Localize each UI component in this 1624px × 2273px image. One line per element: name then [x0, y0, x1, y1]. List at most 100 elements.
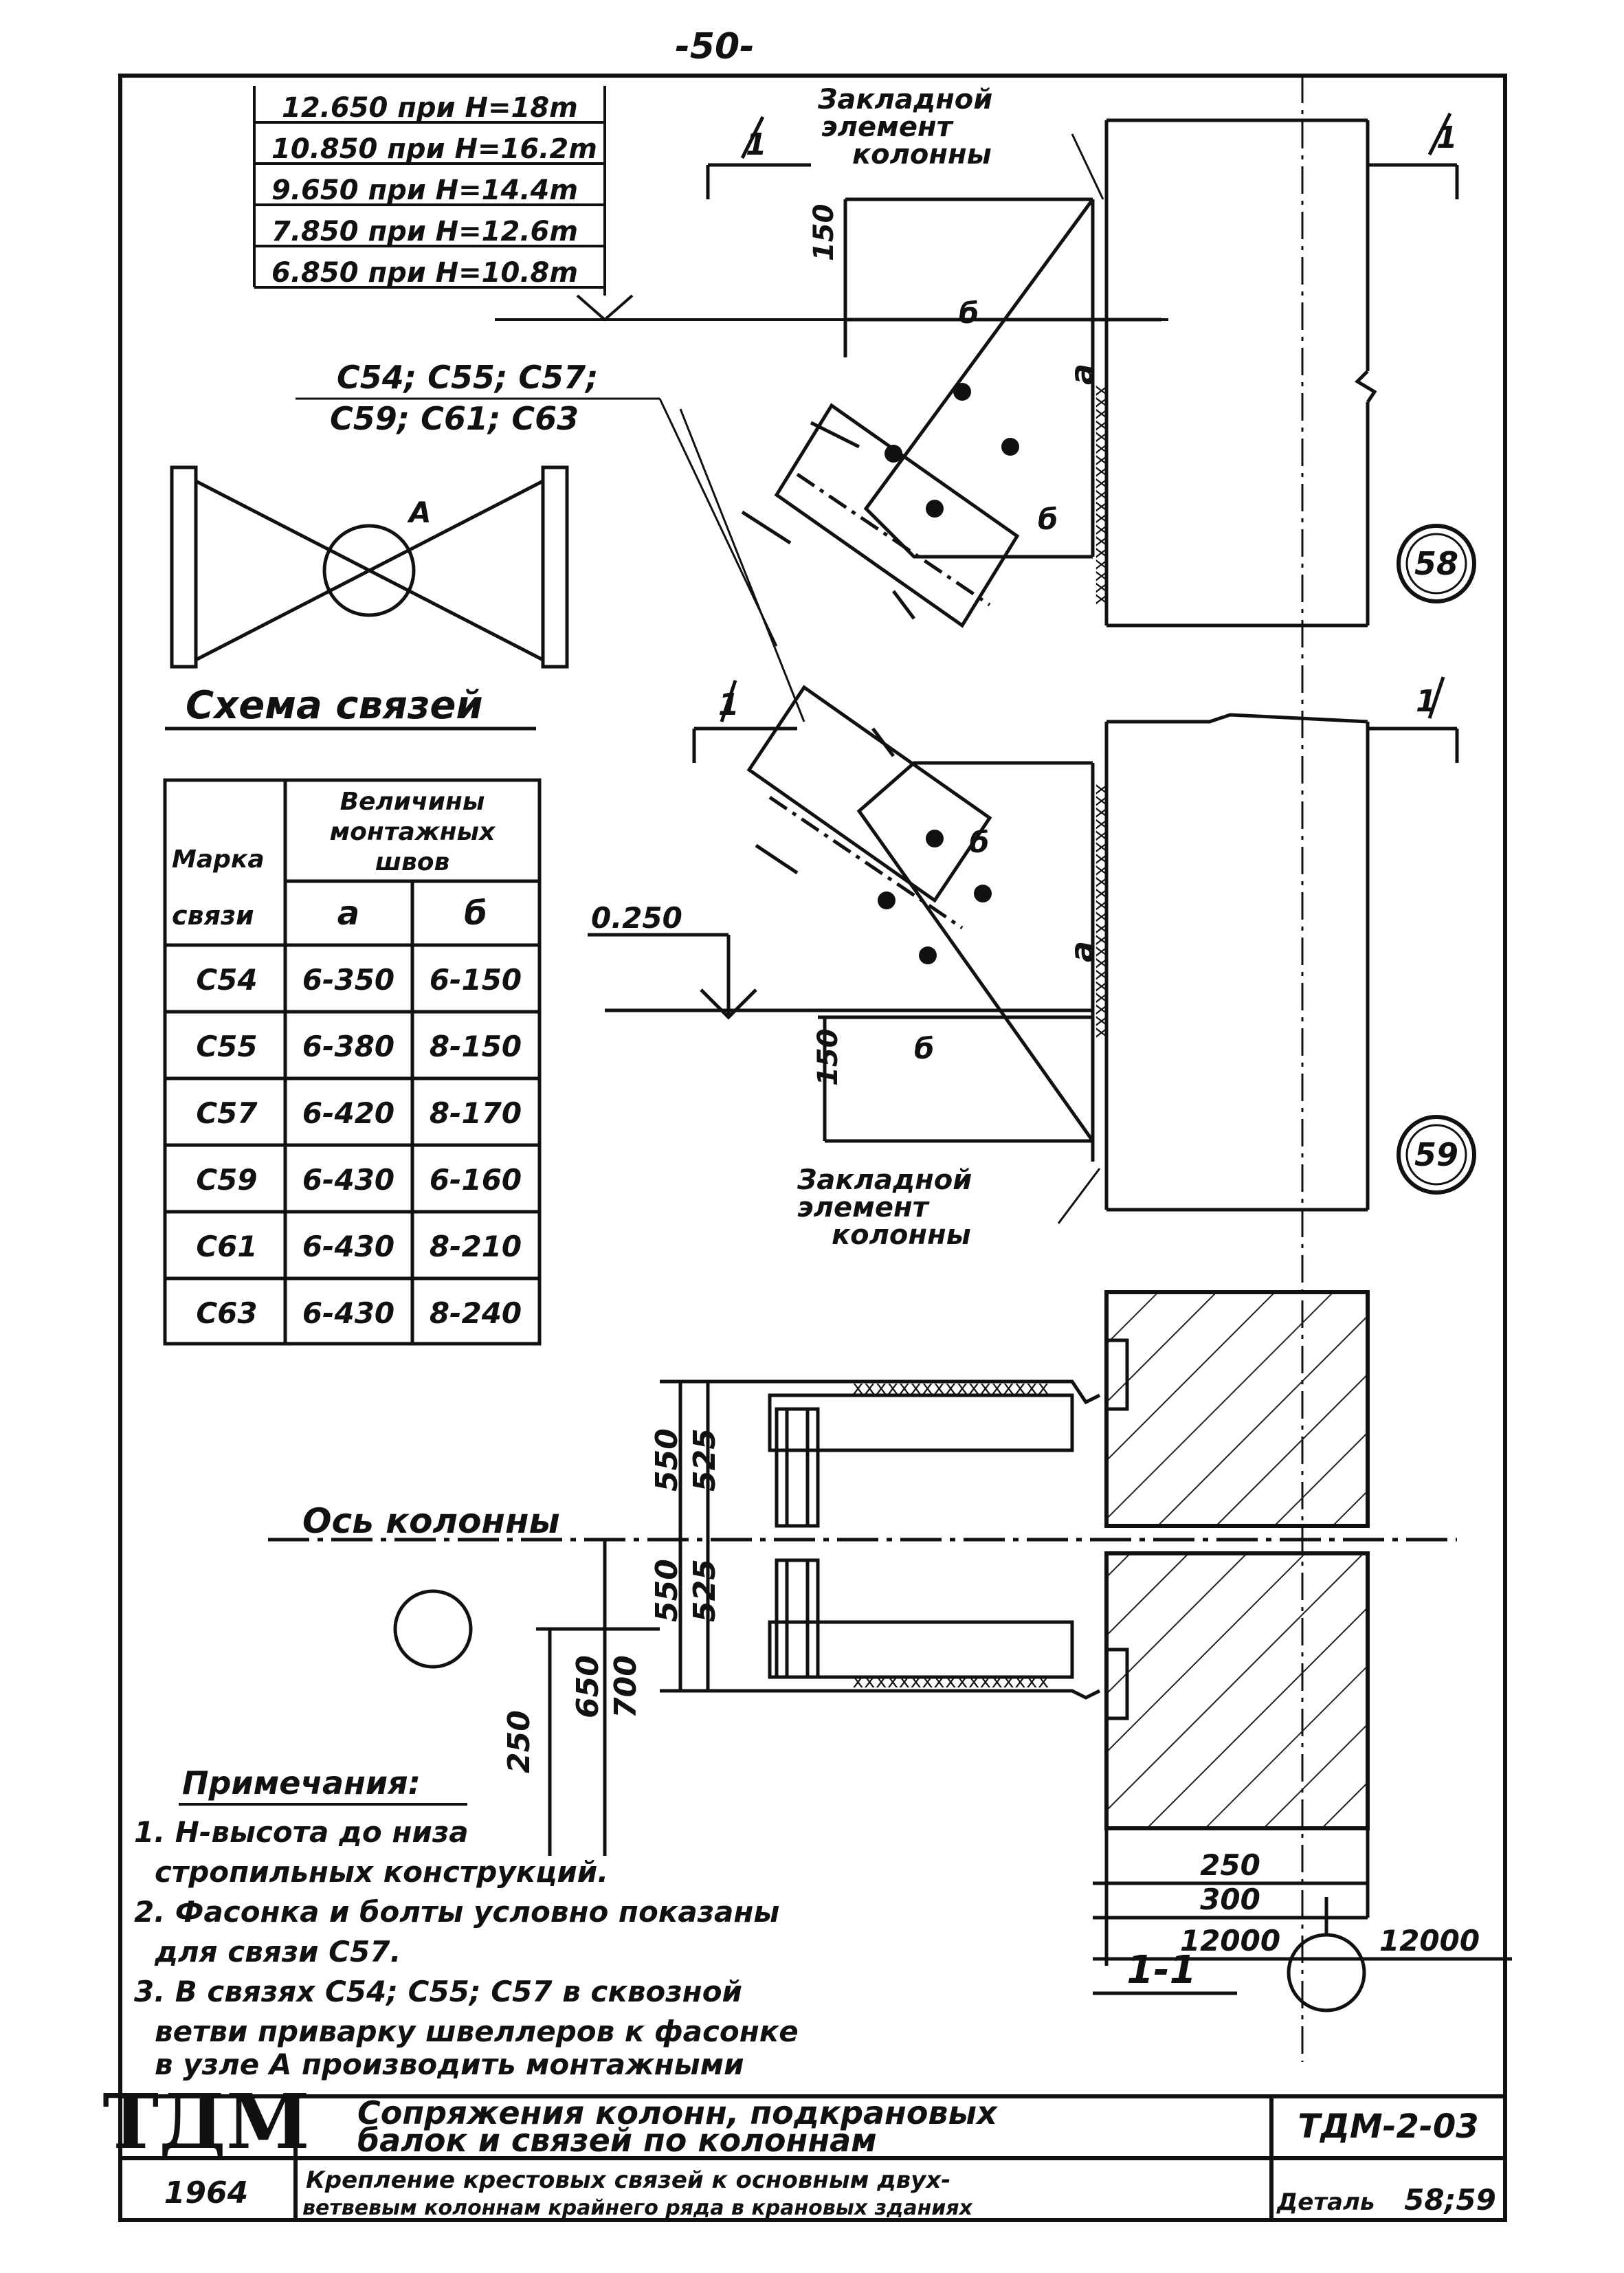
elevation-table: 12.650 при H=18m 10.850 при H=16.2m 9.65…: [253, 86, 1168, 322]
table-header-group: Величины: [340, 788, 485, 816]
sheet-frame: [118, 74, 1507, 2222]
note-line: 1. H-высота до низа: [134, 1815, 469, 1849]
title-code: ТДМ-2-03: [1298, 2107, 1478, 2146]
section-mark: 1: [1416, 684, 1437, 719]
brace-marks-line: C59; C61; C63: [330, 400, 579, 437]
tdm-logo: ТДМ: [102, 2077, 309, 2166]
note-line: стропильных конструкций.: [155, 1855, 608, 1889]
weld-b-label: б: [969, 825, 989, 859]
scheme-title: Схема связей: [186, 683, 483, 728]
embedded-label: элемент: [797, 1192, 931, 1223]
dim-12000: 12000: [1379, 1924, 1480, 1958]
elevation-line: 9.650 при H=14.4m: [271, 175, 578, 206]
embedded-label: Закладной: [797, 1164, 972, 1196]
title-main-line: балок и связей по колоннам: [357, 2122, 877, 2159]
notes: Примечания: 1. H-высота до низа стропиль…: [134, 1764, 799, 2081]
title-subtitle-line: ветвевым колоннам крайнего ряда в кранов…: [302, 2196, 974, 2220]
table-cell-mark: C54: [196, 963, 257, 997]
detail-59-number: 59: [1414, 1136, 1458, 1173]
note-line: 2. Фасонка и болты условно показаны: [134, 1895, 779, 1929]
title-detail-label: Деталь: [1276, 2188, 1375, 2216]
table-col-b: б: [464, 894, 487, 933]
title-main-line: Сопряжения колонн, подкрановых: [357, 2094, 998, 2131]
elevation-line: 7.850 при H=12.6m: [271, 216, 578, 247]
detail-58-number: 58: [1414, 545, 1458, 582]
note-line: 3. В связях C54; C55; C57 в сквозной: [134, 1975, 742, 2008]
section-1-1: xxxxxxxxxxxxxxxxx xxxxxxxxxxxxxxxxx Ось …: [268, 1290, 1512, 2013]
elevation-line: 12.650 при H=18m: [282, 92, 578, 124]
table-cell-mark: C59: [196, 1163, 257, 1197]
weld-table: Марка связи Величины монтажных швов a б …: [163, 778, 542, 1346]
table-cell-a: 6-420: [302, 1096, 394, 1130]
weld-marks: xxxxxxxxxxxxxxxxxxxxxx: [1091, 784, 1114, 1039]
table-row: C54 6-350 6-150: [196, 963, 522, 997]
embedded-label: колонны: [852, 139, 992, 170]
embedded-label: колонны: [832, 1219, 971, 1251]
table-row: C57 6-420 8-170: [196, 1096, 522, 1130]
elevation-line: 10.850 при H=16.2m: [271, 133, 597, 165]
elevation-0250: 0.250: [591, 901, 682, 935]
weld-a-label: a: [1063, 941, 1100, 962]
embedded-label: элемент: [821, 111, 955, 143]
bracing-scheme: A Схема связей: [165, 465, 569, 731]
table-cell-b: 6-150: [430, 963, 522, 997]
table-header-group: швов: [375, 848, 450, 876]
page-number: -50-: [675, 26, 755, 67]
dim-width-250: 250: [1200, 1848, 1260, 1882]
table-cell-a: 6-430: [302, 1163, 394, 1197]
node-a-label: A: [407, 496, 432, 529]
dim-width-300: 300: [1200, 1883, 1260, 1916]
table-cell-a: 6-380: [302, 1030, 394, 1063]
note-line: ветви приварку швеллеров к фасонке: [155, 2015, 799, 2048]
dim-700: 700: [608, 1655, 643, 1718]
table-header-group: монтажных: [330, 818, 496, 846]
table-row: C55 6-380 8-150: [196, 1030, 522, 1063]
section-mark: 1: [1436, 120, 1458, 155]
section-title: 1-1: [1126, 1948, 1196, 1993]
dim-550: 550: [649, 1559, 685, 1622]
table-cell-mark: C63: [196, 1296, 257, 1330]
dim-150: 150: [812, 1029, 844, 1087]
detail-59: xxxxxxxxxxxxxxxxxxxxxx 0.250 150 a б б 1…: [588, 676, 1476, 1251]
table-cell-a: 6-430: [302, 1230, 394, 1263]
table-row: C63 6-430 8-240: [196, 1296, 522, 1330]
dim-550: 550: [649, 1428, 685, 1492]
dim-525: 525: [687, 1428, 722, 1492]
dim-150: 150: [808, 204, 840, 262]
table-row: C61 6-430 8-210: [196, 1230, 522, 1263]
weld-marks: xxxxxxxxxxxxxxxxx: [852, 1670, 1049, 1692]
title-detail-number: 58;59: [1404, 2183, 1496, 2217]
table-cell-a: 6-350: [302, 963, 394, 997]
table-cell-a: 6-430: [302, 1296, 394, 1330]
dim-12000: 12000: [1180, 1924, 1280, 1958]
table-col-a: a: [337, 894, 359, 933]
column-axis-label: Ось колонны: [302, 1501, 560, 1541]
table-header-mark: Марка: [172, 845, 265, 874]
embedded-label: Закладной: [817, 84, 992, 115]
table-row: C59 6-430 6-160: [196, 1163, 522, 1197]
table-cell-mark: C55: [196, 1030, 257, 1063]
table-cell-b: 8-150: [430, 1030, 522, 1063]
title-block: ТДМ 1964 Сопряжения колонн, подкрановых …: [102, 2077, 1496, 2220]
table-cell-b: 6-160: [430, 1163, 522, 1197]
detail-58-bubble: 58: [1397, 524, 1476, 603]
dim-525: 525: [687, 1559, 722, 1622]
elevation-line: 6.850 при H=10.8m: [271, 257, 578, 289]
table-cell-mark: C57: [196, 1096, 258, 1130]
table-cell-b: 8-210: [430, 1230, 522, 1263]
detail-59-bubble: 59: [1397, 1115, 1476, 1195]
weld-b-label: б: [959, 296, 979, 330]
table-cell-b: 8-170: [430, 1096, 522, 1130]
note-line: в узле A производить монтажными: [155, 2048, 744, 2081]
weld-marks: xxxxxxxxxxxxxxxxx: [852, 1376, 1049, 1399]
weld-a-label: a: [1063, 364, 1100, 385]
weld-b-label: б: [914, 1032, 934, 1065]
title-subtitle-line: Крепление крестовых связей к основным дв…: [306, 2166, 950, 2194]
table-cell-b: 8-240: [430, 1296, 522, 1330]
section-mark: 1: [718, 687, 739, 722]
notes-title: Примечания:: [182, 1764, 421, 1801]
weld-b-label: б: [1038, 502, 1058, 536]
dim-250: 250: [502, 1710, 537, 1773]
dim-650: 650: [570, 1655, 605, 1718]
